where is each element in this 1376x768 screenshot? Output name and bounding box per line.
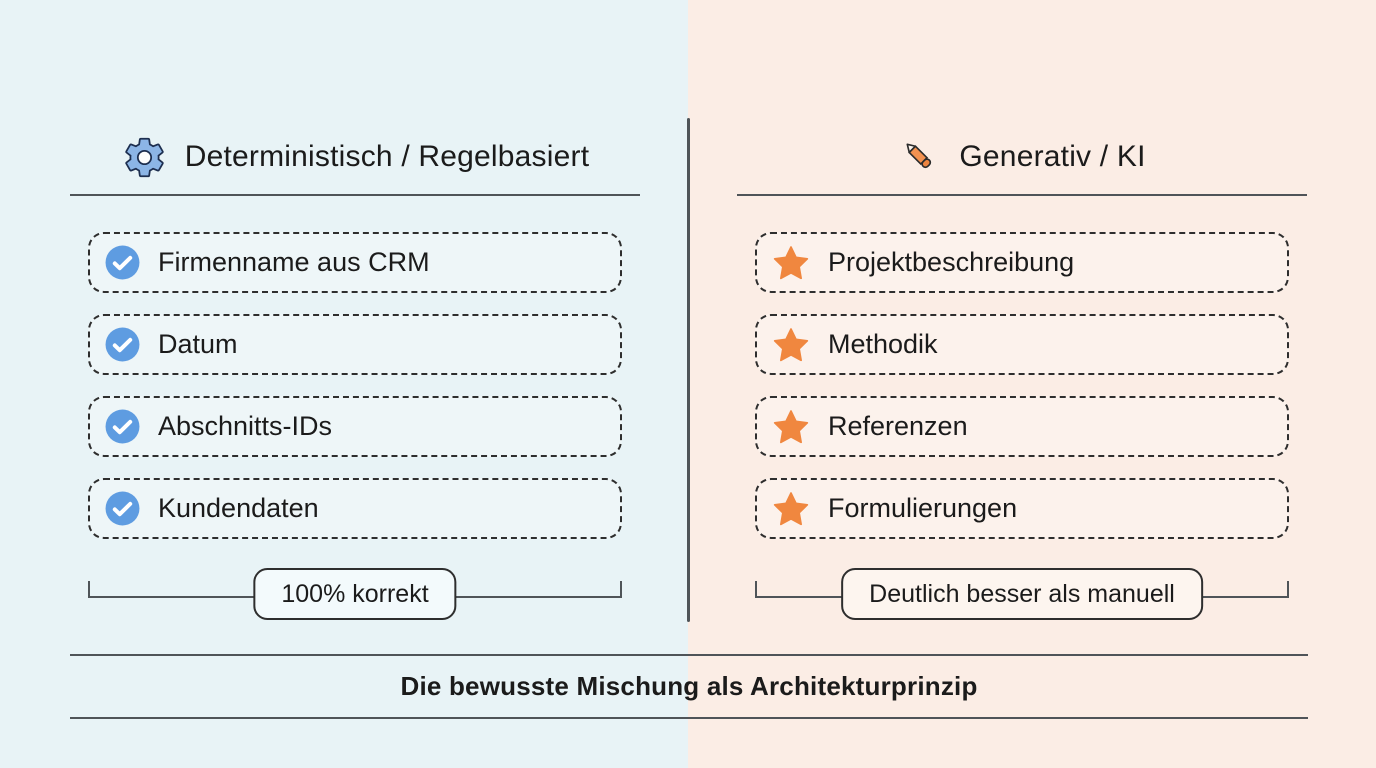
badge-deterministic: 100% korrekt	[253, 568, 457, 620]
star-icon	[771, 325, 811, 365]
list-item-abschnitts-ids: Abschnitts-IDs	[88, 396, 622, 457]
star-icon	[771, 489, 811, 529]
check-circle-icon	[104, 326, 141, 363]
pencil-icon	[898, 135, 942, 179]
list-item-label: Datum	[158, 329, 238, 359]
footer-banner: Die bewusste Mischung als Architekturpri…	[70, 654, 1308, 719]
column-title-generative: Generativ / KI	[959, 140, 1146, 173]
list-item-referenzen: Referenzen	[755, 396, 1289, 457]
right-background	[688, 0, 1376, 768]
list-item-datum: Datum	[88, 314, 622, 375]
list-item-firmenname: Firmenname aus CRM	[88, 232, 622, 293]
list-item-label: Projektbeschreibung	[828, 247, 1075, 277]
left-background	[0, 0, 688, 768]
list-item-label: Kundendaten	[158, 493, 319, 523]
check-circle-icon	[104, 490, 141, 527]
list-item-label: Formulierungen	[828, 493, 1018, 523]
list-item-kundendaten: Kundendaten	[88, 478, 622, 539]
list-item-label: Methodik	[828, 329, 938, 359]
list-item-methodik: Methodik	[755, 314, 1289, 375]
list-item-label: Firmenname aus CRM	[158, 247, 430, 277]
list-item-label: Referenzen	[828, 411, 968, 441]
deterministic-item-list: Firmenname aus CRM Datum	[88, 232, 622, 539]
star-icon	[771, 243, 811, 283]
gear-icon	[121, 134, 168, 181]
badge-generative: Deutlich besser als manuell	[841, 568, 1203, 620]
column-divider	[687, 118, 690, 622]
check-circle-icon	[104, 408, 141, 445]
list-item-label: Abschnitts-IDs	[158, 411, 333, 441]
bracket-deterministic: 100% korrekt	[88, 568, 622, 620]
column-header-generative: Generativ / KI	[737, 120, 1307, 196]
list-item-formulierungen: Formulierungen	[755, 478, 1289, 539]
bracket-generative: Deutlich besser als manuell	[755, 568, 1289, 620]
column-generative: Generativ / KI Projektbeschreibung Metho…	[737, 120, 1307, 620]
column-title-deterministic: Deterministisch / Regelbasiert	[184, 140, 590, 173]
footer-title: Die bewusste Mischung als Architekturpri…	[400, 671, 978, 701]
star-icon	[771, 407, 811, 447]
generative-item-list: Projektbeschreibung Methodik Referenzen	[755, 232, 1289, 539]
check-circle-icon	[104, 244, 141, 281]
list-item-projektbeschreibung: Projektbeschreibung	[755, 232, 1289, 293]
column-header-deterministic: Deterministisch / Regelbasiert	[70, 120, 640, 196]
column-deterministic: Deterministisch / Regelbasiert Firmennam…	[70, 120, 640, 620]
